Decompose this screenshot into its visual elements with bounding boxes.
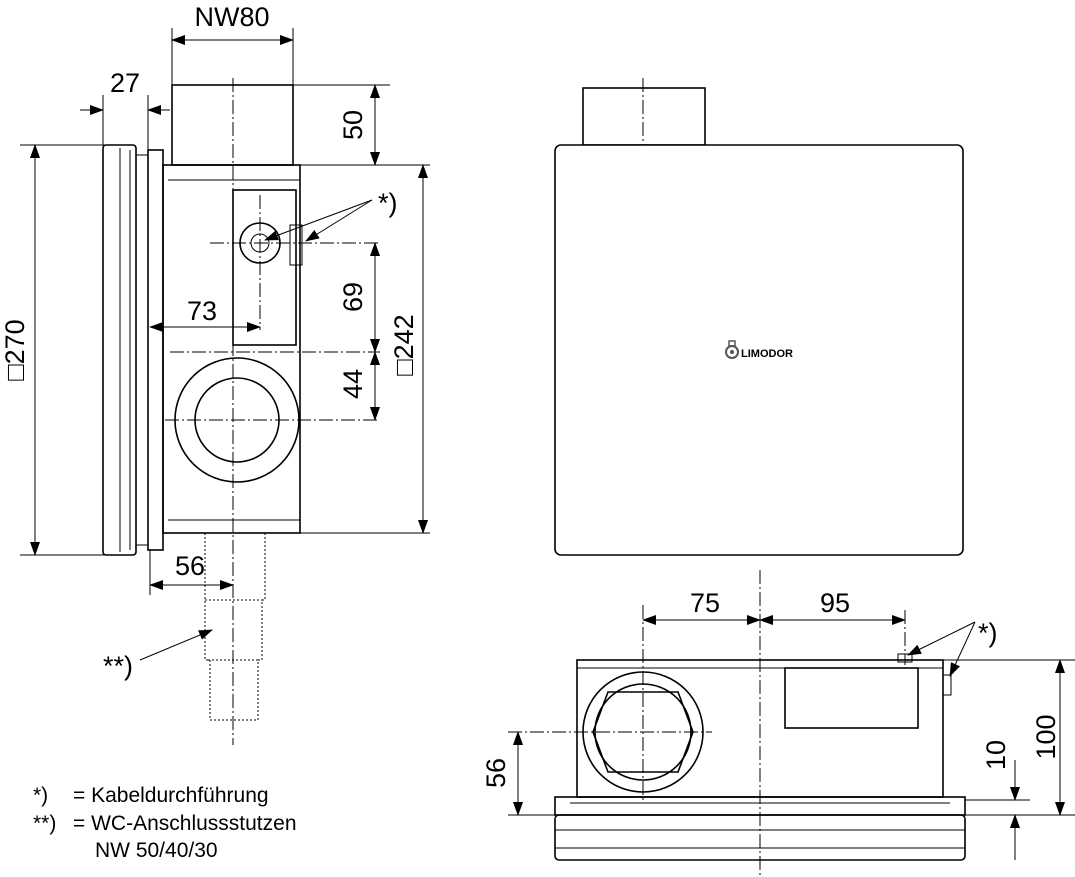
dim-56-left: 56 — [175, 551, 205, 581]
dim-56-right: 56 — [481, 758, 511, 788]
dim-75: 75 — [690, 588, 720, 618]
marker-cable-right: *) — [978, 618, 998, 648]
top-view-dimensions: 75 95 100 10 56 *) — [481, 588, 1075, 860]
logo-text: LIMODOR — [741, 348, 793, 360]
front-cover — [102, 144, 137, 556]
marker-cable-left: *) — [378, 188, 398, 218]
dim-50: 50 — [338, 110, 368, 140]
legend-mark-1: *) — [33, 784, 48, 807]
top-view — [508, 570, 966, 877]
front-view: LIMODOR — [554, 78, 964, 556]
legend-text-2: = WC-Anschlussstutzen — [73, 812, 297, 835]
side-view-dimensions: NW80 27 50 □270 □242 69 44 73 56 *) **) — [0, 2, 430, 681]
marker-spigot: **) — [103, 651, 133, 681]
dim-242: □242 — [389, 314, 419, 375]
dim-10: 10 — [981, 740, 1011, 770]
dim-73: 73 — [187, 296, 217, 326]
legend-text-3: NW 50/40/30 — [95, 839, 218, 862]
dim-44: 44 — [338, 369, 368, 399]
terminal-box — [232, 189, 297, 346]
dim-100: 100 — [1031, 714, 1061, 759]
dim-270: □270 — [0, 319, 30, 380]
legend: *) = Kabeldurchführung **) = WC-Anschlus… — [33, 784, 297, 862]
housing — [162, 164, 301, 534]
legend-text-1: = Kabeldurchführung — [73, 784, 269, 807]
dim-95: 95 — [820, 588, 850, 618]
side-view — [102, 78, 380, 745]
wc-spigot-outline — [204, 533, 266, 721]
front-top-pipe — [582, 87, 706, 146]
dim-nw80: NW80 — [194, 2, 269, 32]
dim-69: 69 — [338, 282, 368, 312]
top-view-terminal-box — [784, 667, 919, 729]
front-cover-panel — [554, 144, 964, 556]
legend-mark-2: **) — [33, 812, 56, 835]
limodor-logo: LIMODOR — [725, 340, 793, 360]
flange — [147, 149, 164, 551]
dim-27: 27 — [110, 68, 140, 98]
